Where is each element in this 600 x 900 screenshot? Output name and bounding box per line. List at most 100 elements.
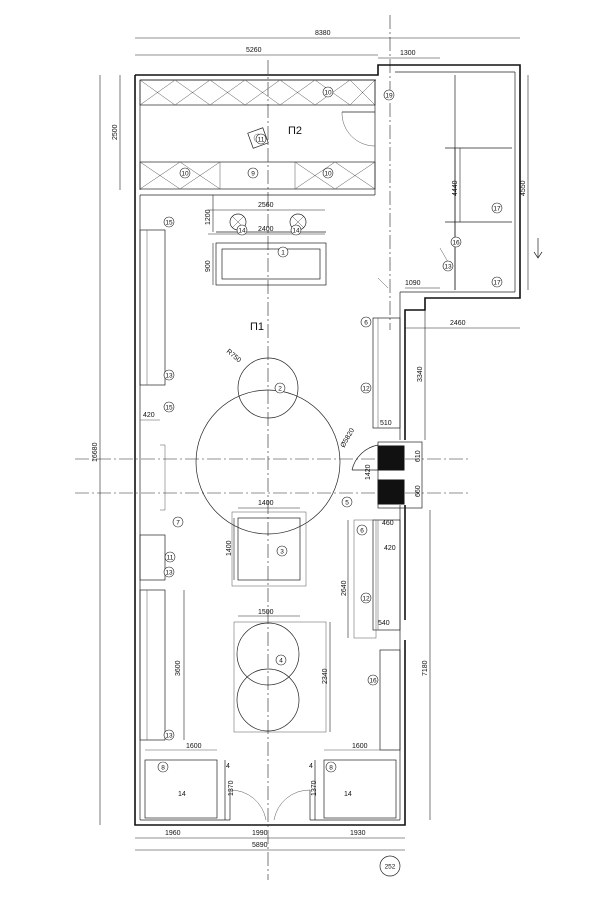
svg-text:8: 8 <box>161 765 165 772</box>
tag-10b: 10 <box>179 167 191 179</box>
svg-text:16: 16 <box>452 240 460 247</box>
tag-5: 5 <box>341 496 353 508</box>
tag-14-right: 14 <box>290 224 302 236</box>
svg-text:9: 9 <box>251 171 255 178</box>
dim-3600: 3600 <box>175 660 182 676</box>
tag-6b: 6 <box>356 524 368 536</box>
dim-r750: R750 <box>225 348 242 364</box>
dim-right-4550: 4550 <box>520 180 527 196</box>
sheet-number: 252 <box>379 855 401 877</box>
svg-text:15: 15 <box>165 405 173 412</box>
tag-7: 7 <box>172 516 184 528</box>
dim-1400-h: 1400 <box>226 540 233 556</box>
dim-3340: 3340 <box>417 366 424 382</box>
dim-420-right: 420 <box>384 545 396 552</box>
dim-bottom-1930: 1930 <box>350 830 366 837</box>
svg-text:14: 14 <box>238 228 246 235</box>
dim-2340: 2340 <box>322 668 329 684</box>
dim-4-right: 4 <box>309 763 313 770</box>
dim-bottom-5890: 5890 <box>252 842 268 849</box>
tag-12b: 12 <box>360 592 372 604</box>
svg-text:12: 12 <box>362 386 370 393</box>
axis-lines <box>75 15 470 880</box>
tag-17b: 17 <box>491 276 503 288</box>
svg-text:4: 4 <box>279 658 283 665</box>
svg-text:11: 11 <box>258 137 265 144</box>
room-numbers: 15 14 14 <box>178 791 352 798</box>
dim-2560: 2560 <box>258 202 274 209</box>
tag-6a: 6 <box>360 316 372 328</box>
tag-16a: 16 <box>450 236 462 248</box>
dim-1400-w: 1400 <box>258 500 274 507</box>
svg-text:17: 17 <box>493 280 501 287</box>
svg-text:19: 19 <box>385 93 393 100</box>
tag-13c: 13 <box>163 566 175 578</box>
room-label-p1: П1 <box>250 321 264 333</box>
dim-bottom-1990: 1990 <box>252 830 268 837</box>
dim-right-4440: 4440 <box>452 180 459 196</box>
dimension-texts: 8380 5260 1300 16680 2500 4440 4550 1200… <box>92 30 527 849</box>
room-labels: П2 П1 <box>250 125 302 333</box>
furniture <box>139 213 543 821</box>
dim-left-total: 16680 <box>92 442 99 462</box>
dim-2640: 2640 <box>341 580 348 596</box>
dim-1370-right: 1370 <box>311 780 318 796</box>
dim-460: 460 <box>382 520 394 527</box>
dim-510: 510 <box>380 420 392 427</box>
svg-text:17: 17 <box>493 206 501 213</box>
dim-7180: 7180 <box>422 660 429 676</box>
svg-text:12: 12 <box>362 596 370 603</box>
dim-top-left: 5260 <box>246 47 262 54</box>
dim-bottom-1960: 1960 <box>165 830 181 837</box>
dim-900: 900 <box>205 260 212 272</box>
dim-5820: Ø5820 <box>340 427 357 449</box>
tag-17a: 17 <box>491 202 503 214</box>
dim-610: 610 <box>415 450 422 462</box>
tag-16b: 16 <box>367 674 379 686</box>
dim-1370-left: 1370 <box>228 780 235 796</box>
svg-text:13: 13 <box>165 570 173 577</box>
svg-text:15: 15 <box>165 220 173 227</box>
svg-text:8: 8 <box>329 765 333 772</box>
tag-1: 1 <box>277 246 289 258</box>
tag-8-left: 8 <box>157 761 169 773</box>
tag-9: 9 <box>247 167 259 179</box>
dim-660: 660 <box>415 485 422 497</box>
sheet-number-text: 252 <box>385 864 396 871</box>
svg-text:10: 10 <box>324 90 332 97</box>
dim-2400: 2400 <box>258 226 274 233</box>
tag-11b: 11 <box>164 551 176 563</box>
dim-left-upper: 2500 <box>112 124 119 140</box>
tag-12a: 12 <box>360 382 372 394</box>
tag-3: 3 <box>276 545 288 557</box>
svg-text:11: 11 <box>167 555 174 562</box>
svg-text:6: 6 <box>364 320 368 327</box>
svg-text:7: 7 <box>176 520 180 527</box>
svg-text:10: 10 <box>324 171 332 178</box>
tag-4: 4 <box>275 654 287 666</box>
dim-1200: 1200 <box>205 209 212 225</box>
svg-text:6: 6 <box>360 528 364 535</box>
tag-2: 2 <box>274 382 286 394</box>
dim-1600-left: 1600 <box>186 743 202 750</box>
dim-top-right: 1300 <box>400 50 416 57</box>
svg-text:13: 13 <box>165 373 173 380</box>
dim-1600-right: 1600 <box>352 743 368 750</box>
tag-10a: 10 <box>322 86 334 98</box>
tag-13b: 13 <box>163 369 175 381</box>
svg-text:16: 16 <box>369 678 377 685</box>
outer-walls <box>134 64 521 826</box>
dim-1420: 1420 <box>365 464 372 480</box>
svg-text:5: 5 <box>345 500 349 507</box>
tag-11a: 11 <box>255 133 267 145</box>
svg-text:13: 13 <box>444 264 452 271</box>
svg-text:2: 2 <box>278 386 282 393</box>
room-label-p2: П2 <box>288 125 302 137</box>
tag-14-left: 14 <box>236 224 248 236</box>
dimension-lines <box>99 37 529 851</box>
tag-13a: 13 <box>442 260 454 272</box>
item-tags: 10 19 11 10 9 10 15 14 14 1 17 16 13 17 … <box>157 86 503 773</box>
dim-total-top: 8380 <box>315 30 331 37</box>
tag-15b: 15 <box>163 401 175 413</box>
